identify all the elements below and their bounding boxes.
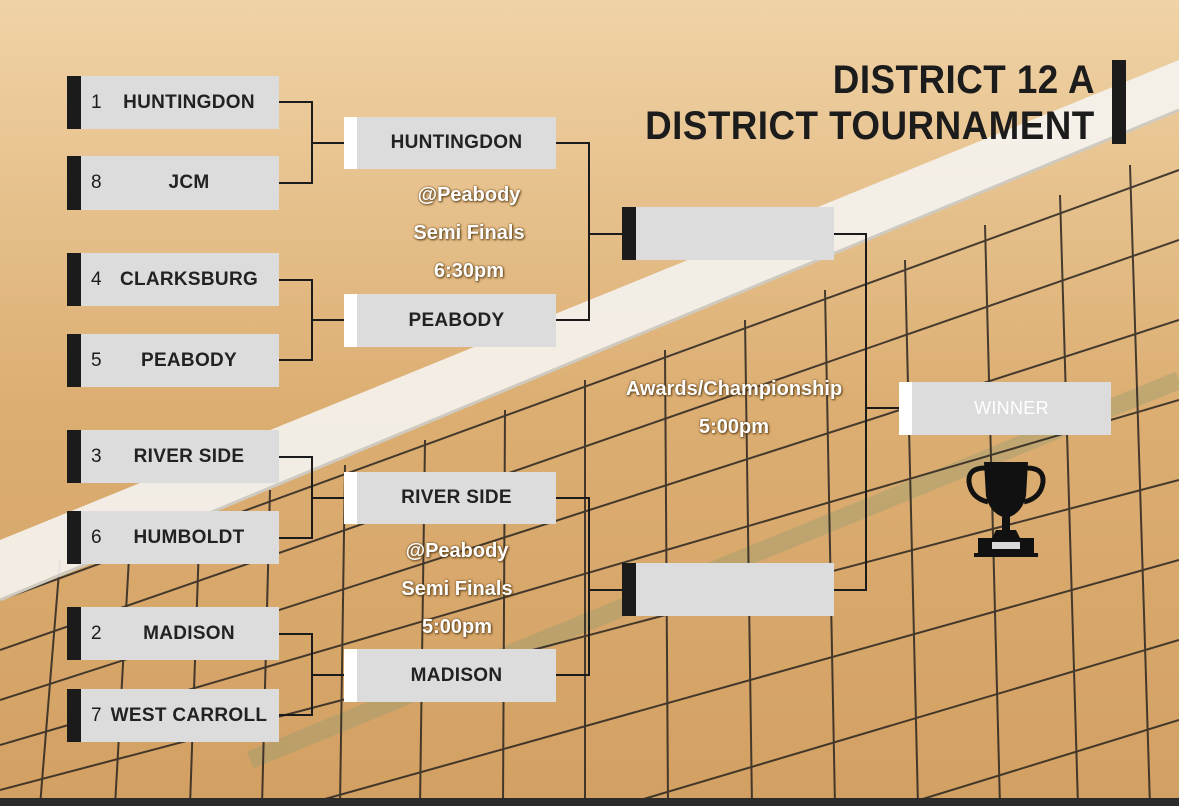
round2-slot: PEABODY [344,294,556,347]
team-name: HUMBOLDT [133,526,245,548]
seed-number: 3 [91,445,102,467]
semifinal-slot-bottom [622,563,834,616]
connector-line [588,589,622,591]
team-name: RIVER SIDE [401,487,512,508]
round1-slot: 3 RIVER SIDE [67,430,279,483]
semifinal-note-bottom: @Peabody Semi Finals 5:00pm [377,532,537,646]
team-name: PEABODY [140,349,238,371]
connector-line [311,497,344,499]
connector-line [279,101,312,103]
championship-label: Awards/Championship [625,378,843,400]
title-accent-bar [1112,60,1126,144]
round1-slot: 4 CLARKSBURG [67,253,279,306]
round-text: Semi Finals [401,578,513,600]
connector-line [865,233,867,591]
connector-line [556,142,589,144]
venue-text: @Peabody [417,184,521,206]
connector-line [311,142,344,144]
winner-label: WINNER [974,398,1049,418]
team-name [636,207,834,260]
title-line-1: DISTRICT 12 A [832,58,1095,102]
round2-slot: RIVER SIDE [344,472,556,524]
seed-number: 5 [91,349,102,371]
team-name: HUNTINGDON [390,132,523,153]
connector-line [279,456,312,458]
connector-line [311,319,344,321]
round2-slot: HUNTINGDON [344,117,556,169]
connector-line [588,497,590,676]
seed-number: 7 [91,704,102,726]
team-name: MADISON [410,664,503,686]
seed-number: 2 [91,622,102,644]
team-name: CLARKSBURG [119,268,259,290]
time-text: 6:30pm [433,260,505,282]
connector-line [279,714,312,716]
connector-line [279,359,312,361]
seed-number: 1 [91,91,102,113]
team-name: JCM [168,172,210,193]
round1-slot: 8 JCM [67,156,279,210]
championship-note: Awards/Championship 5:00pm [618,370,850,446]
connector-line [279,279,312,281]
title-line-2: DISTRICT TOURNAMENT [645,104,1095,148]
connector-line [588,233,622,235]
connector-line [556,674,589,676]
seed-number: 4 [91,268,102,290]
semifinal-note-top: @Peabody Semi Finals 6:30pm [389,176,549,290]
round1-slot: 7 WEST CARROLL [67,689,279,742]
round1-slot: 5 PEABODY [67,334,279,387]
connector-line [865,407,899,409]
round2-slot: MADISON [344,649,556,702]
team-name: RIVER SIDE [133,445,245,467]
round-text: Semi Finals [413,222,525,244]
winner-slot: WINNER [899,382,1111,435]
connector-line [279,633,312,635]
round1-slot: 2 MADISON [67,607,279,660]
seed-number: 8 [91,172,102,193]
connector-line [834,233,866,235]
round1-slot: 1 HUNTINGDON [67,76,279,129]
team-name: HUNTINGDON [123,91,255,113]
connector-line [311,674,344,676]
connector-line [834,589,866,591]
time-text: 5:00pm [421,616,493,638]
trophy-icon [966,462,1046,557]
connector-line [556,319,589,321]
venue-text: @Peabody [405,540,509,562]
seed-number: 6 [91,526,102,548]
connector-line [588,142,590,321]
championship-time: 5:00pm [698,416,770,438]
semifinal-slot-top [622,207,834,260]
round1-slot: 6 HUMBOLDT [67,511,279,564]
connector-line [556,497,589,499]
connector-line [279,537,312,539]
connector-line [279,182,312,184]
team-name: MADISON [143,622,235,644]
team-name: PEABODY [408,309,505,331]
team-name [636,563,834,616]
team-name: WEST CARROLL [110,704,268,726]
